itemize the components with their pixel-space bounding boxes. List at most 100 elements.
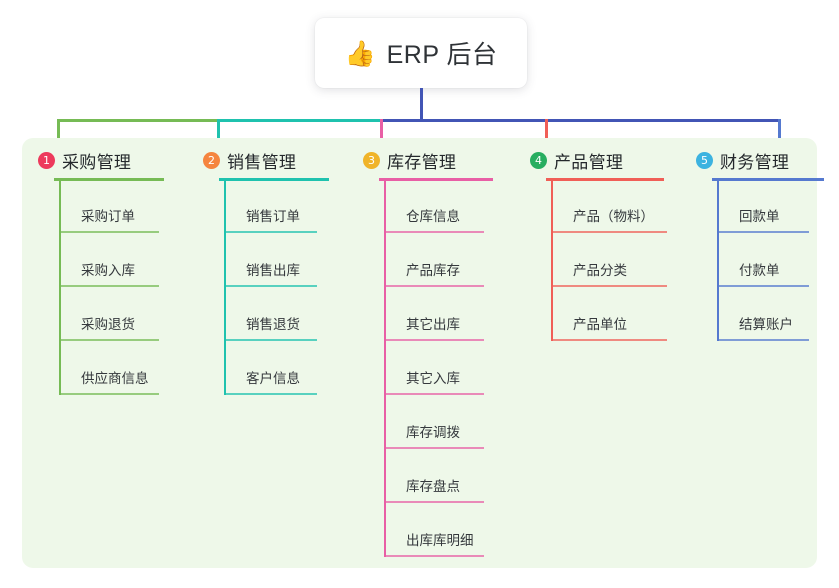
leaf-item-rule <box>224 339 317 341</box>
leaf-item-rule <box>224 285 317 287</box>
leaf-item-rule <box>717 285 809 287</box>
column-header-rule-4 <box>546 178 664 181</box>
leaf-item-label: 库存调拨 <box>406 425 460 440</box>
column-3: 3 库存管理仓库信息产品库存其它出库其它入库库存调拨库存盘点出库库明细 <box>363 138 533 568</box>
leaf-item[interactable]: 回款单 <box>717 179 809 233</box>
leaf-item-rule <box>384 339 484 341</box>
leaf-item-label: 出库库明细 <box>406 533 474 548</box>
column-2: 2 销售管理销售订单销售出库销售退货客户信息 <box>203 138 363 568</box>
column-5: 5 财务管理回款单付款单结算账户 <box>696 138 839 568</box>
leaf-item-label: 产品单位 <box>573 317 627 332</box>
leaf-item-rule <box>717 231 809 233</box>
leaf-item-label: 采购订单 <box>81 209 135 224</box>
connector-drop-2 <box>217 119 220 154</box>
leaf-item-rule <box>384 501 484 503</box>
leaf-item-label: 库存盘点 <box>406 479 460 494</box>
connector-drop-3 <box>380 119 383 154</box>
leaf-item-rule <box>384 285 484 287</box>
leaf-item[interactable]: 结算账户 <box>717 287 809 341</box>
root-node-content: 👍 ERP 后台 <box>344 35 497 71</box>
column-badge-5: 5 <box>696 152 713 169</box>
leaf-item-label: 结算账户 <box>739 317 793 332</box>
leaf-item-label: 客户信息 <box>246 371 300 386</box>
leaf-item-label: 产品库存 <box>406 263 460 278</box>
leaf-item[interactable]: 产品库存 <box>384 233 484 287</box>
leaf-item-rule <box>384 447 484 449</box>
connector-segment-1 <box>57 119 217 122</box>
leaf-item-label: 销售退货 <box>246 317 300 332</box>
leaf-item[interactable]: 出库库明细 <box>384 503 484 557</box>
leaf-item-label: 销售出库 <box>246 263 300 278</box>
column-spine-1 <box>59 179 61 395</box>
column-header-rule-1 <box>54 178 164 181</box>
leaf-item-rule <box>59 285 159 287</box>
column-spine-3 <box>384 179 386 557</box>
leaf-item[interactable]: 采购订单 <box>59 179 159 233</box>
column-1: 1 采购管理采购订单采购入库采购退货供应商信息 <box>38 138 198 568</box>
leaf-item[interactable]: 采购退货 <box>59 287 159 341</box>
leaf-item[interactable]: 销售出库 <box>224 233 317 287</box>
leaf-item-label: 采购入库 <box>81 263 135 278</box>
column-title-1: 采购管理 <box>62 153 132 172</box>
leaf-item[interactable]: 采购入库 <box>59 233 159 287</box>
leaf-item-rule <box>551 285 667 287</box>
leaf-item-rule <box>224 231 317 233</box>
leaf-item[interactable]: 其它入库 <box>384 341 484 395</box>
connector-drop-4 <box>545 119 548 154</box>
leaf-item-label: 回款单 <box>739 209 780 224</box>
thumbs-up-icon: 👍 <box>344 38 376 68</box>
root-trunk-line <box>420 88 423 120</box>
column-badge-2: 2 <box>203 152 220 169</box>
column-header-rule-3 <box>379 178 493 181</box>
connector-segment-2 <box>217 119 380 122</box>
connector-drop-5 <box>778 119 781 154</box>
column-header-1[interactable]: 1 采购管理 <box>38 148 131 173</box>
column-title-4: 产品管理 <box>554 153 624 172</box>
leaf-item[interactable]: 产品（物料） <box>551 179 667 233</box>
leaf-item[interactable]: 库存盘点 <box>384 449 484 503</box>
leaf-item[interactable]: 销售退货 <box>224 287 317 341</box>
leaf-item[interactable]: 付款单 <box>717 233 809 287</box>
leaf-item[interactable]: 其它出库 <box>384 287 484 341</box>
leaf-item[interactable]: 供应商信息 <box>59 341 159 395</box>
leaf-item-label: 产品（物料） <box>573 209 654 224</box>
leaf-item[interactable]: 客户信息 <box>224 341 317 395</box>
leaf-item-rule <box>59 231 159 233</box>
column-badge-1: 1 <box>38 152 55 169</box>
column-header-5[interactable]: 5 财务管理 <box>696 148 789 173</box>
connector-segment-3 <box>380 119 422 122</box>
leaf-item-label: 销售订单 <box>246 209 300 224</box>
leaf-item-label: 其它入库 <box>406 371 460 386</box>
leaf-item-rule <box>59 393 159 395</box>
column-spine-5 <box>717 179 719 341</box>
column-badge-3: 3 <box>363 152 380 169</box>
leaf-item-rule <box>551 339 667 341</box>
leaf-item-rule <box>224 393 317 395</box>
leaf-item-rule <box>384 231 484 233</box>
leaf-item[interactable]: 销售订单 <box>224 179 317 233</box>
column-header-3[interactable]: 3 库存管理 <box>363 148 456 173</box>
leaf-item-label: 产品分类 <box>573 263 627 278</box>
column-header-2[interactable]: 2 销售管理 <box>203 148 296 173</box>
leaf-item-rule <box>384 393 484 395</box>
leaf-item[interactable]: 仓库信息 <box>384 179 484 233</box>
leaf-item[interactable]: 库存调拨 <box>384 395 484 449</box>
column-title-3: 库存管理 <box>387 153 457 172</box>
leaf-item-rule <box>551 231 667 233</box>
leaf-item[interactable]: 产品分类 <box>551 233 667 287</box>
column-spine-2 <box>224 179 226 395</box>
chart-panel: 1 采购管理采购订单采购入库采购退货供应商信息 2 销售管理销售订单销售出库销售退货客… <box>22 138 824 568</box>
column-header-rule-5 <box>712 178 824 181</box>
leaf-item-label: 其它出库 <box>406 317 460 332</box>
column-title-2: 销售管理 <box>227 153 297 172</box>
connector-drop-1 <box>57 119 60 154</box>
column-spine-4 <box>551 179 553 341</box>
root-node-card[interactable]: 👍 ERP 后台 <box>315 18 527 88</box>
column-title-5: 财务管理 <box>720 153 790 172</box>
leaf-item[interactable]: 产品单位 <box>551 287 667 341</box>
leaf-item-label: 仓库信息 <box>406 209 460 224</box>
leaf-item-label: 供应商信息 <box>81 371 149 386</box>
